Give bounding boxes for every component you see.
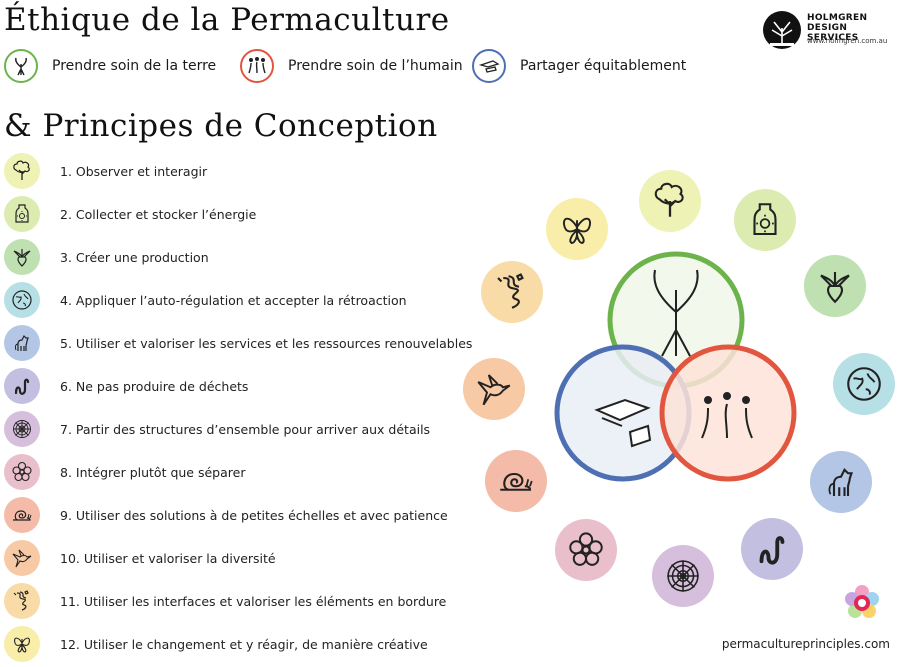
principle-item: 11. Utiliser les interfaces et valoriser… xyxy=(4,582,446,620)
title-principles: & Principes de Conception xyxy=(4,108,438,144)
principle-label: 8. Intégrer plutôt que séparer xyxy=(60,464,246,480)
wheel-jar-sun-icon xyxy=(734,189,796,251)
principle-item: 8. Intégrer plutôt que séparer xyxy=(4,453,245,491)
flower-logo-icon[interactable] xyxy=(842,583,882,623)
principle-label: 1. Observer et interagir xyxy=(60,163,208,179)
principle-label: 9. Utiliser des solutions à de petites é… xyxy=(60,507,448,523)
logo-url: www.holmgren.com.au xyxy=(807,37,888,45)
river-icon xyxy=(4,583,40,619)
sharing-pie-icon xyxy=(472,49,506,83)
wheel-horse-icon xyxy=(810,451,872,513)
wheel-icons xyxy=(463,170,895,607)
principle-item: 3. Créer une production xyxy=(4,238,209,276)
wheel-globe-icon xyxy=(833,353,895,415)
venn-people-icon xyxy=(701,392,753,439)
wheel-snail-icon xyxy=(485,450,547,512)
venn-diagram xyxy=(554,251,797,482)
holmgren-logo[interactable]: HOLMGREN DESIGN SERVICES www.holmgren.co… xyxy=(762,10,896,54)
wheel-river-icon xyxy=(481,261,543,323)
ethic-earth-care: Prendre soin de la terre xyxy=(4,46,216,86)
horse-icon xyxy=(4,325,40,361)
ethic-people-care: Prendre soin de l’humain xyxy=(240,46,463,86)
jar-sun-icon xyxy=(4,196,40,232)
site-url[interactable]: permacultureprinciples.com xyxy=(721,637,890,651)
wheel-flower-circles-icon xyxy=(555,519,617,581)
principle-item: 12. Utiliser le changement et y réagir, … xyxy=(4,625,428,663)
radish-icon xyxy=(4,239,40,275)
worm-icon xyxy=(4,368,40,404)
principle-item: 2. Collecter et stocker l’énergie xyxy=(4,195,256,233)
sprout-roots-icon xyxy=(4,49,38,83)
venn-sprout-icon xyxy=(653,269,699,357)
tree-logo-icon xyxy=(763,11,801,49)
flower-circles-icon xyxy=(4,454,40,490)
principle-label: 11. Utiliser les interfaces et valoriser… xyxy=(60,593,447,609)
wheel-tree-icon xyxy=(639,170,701,232)
principle-label: 12. Utiliser le changement et y réagir, … xyxy=(60,636,428,652)
ethic-fair-share: Partager équitablement xyxy=(472,46,686,86)
principle-label: 3. Créer une production xyxy=(60,249,209,265)
principle-label: 5. Utiliser et valoriser les services et… xyxy=(60,335,473,351)
principle-label: 2. Collecter et stocker l’énergie xyxy=(60,206,257,222)
venn-people-circle xyxy=(659,344,797,482)
principle-item: 9. Utiliser des solutions à de petites é… xyxy=(4,496,448,534)
principle-item: 7. Partir des structures d’ensemble pour… xyxy=(4,410,430,448)
principle-item: 6. Ne pas produire de déchets xyxy=(4,367,248,405)
globe-icon xyxy=(4,282,40,318)
ethic-label-people: Prendre soin de l’humain xyxy=(288,58,463,74)
venn-sharing-icon xyxy=(594,398,652,448)
wheel-butterfly-icon xyxy=(546,198,608,260)
hummingbird-icon xyxy=(4,540,40,576)
snail-icon xyxy=(4,497,40,533)
principle-item: 10. Utiliser et valoriser la diversité xyxy=(4,539,276,577)
spider-web-icon xyxy=(4,411,40,447)
principle-item: 1. Observer et interagir xyxy=(4,152,207,190)
principle-label: 7. Partir des structures d’ensemble pour… xyxy=(60,421,431,437)
principle-item: 4. Appliquer l’auto-régulation et accept… xyxy=(4,281,407,319)
wheel-hummingbird-icon xyxy=(463,358,525,420)
butterfly-icon xyxy=(4,626,40,662)
wheel-spider-web-icon xyxy=(652,545,714,607)
principle-label: 6. Ne pas produire de déchets xyxy=(60,378,249,394)
ethic-label-earth: Prendre soin de la terre xyxy=(52,58,217,74)
people-icon xyxy=(240,49,274,83)
principle-label: 4. Appliquer l’auto-régulation et accept… xyxy=(60,292,407,308)
principle-label: 10. Utiliser et valoriser la diversité xyxy=(60,550,276,566)
wheel-radish-icon xyxy=(804,255,866,317)
principle-item: 5. Utiliser et valoriser les services et… xyxy=(4,324,472,362)
ethic-label-fair-share: Partager équitablement xyxy=(520,58,687,74)
title-ethics: Éthique de la Permaculture xyxy=(4,2,450,38)
logo-name: HOLMGREN DESIGN SERVICES xyxy=(807,13,868,43)
wheel-worm-icon xyxy=(741,518,803,580)
tree-icon xyxy=(4,153,40,189)
